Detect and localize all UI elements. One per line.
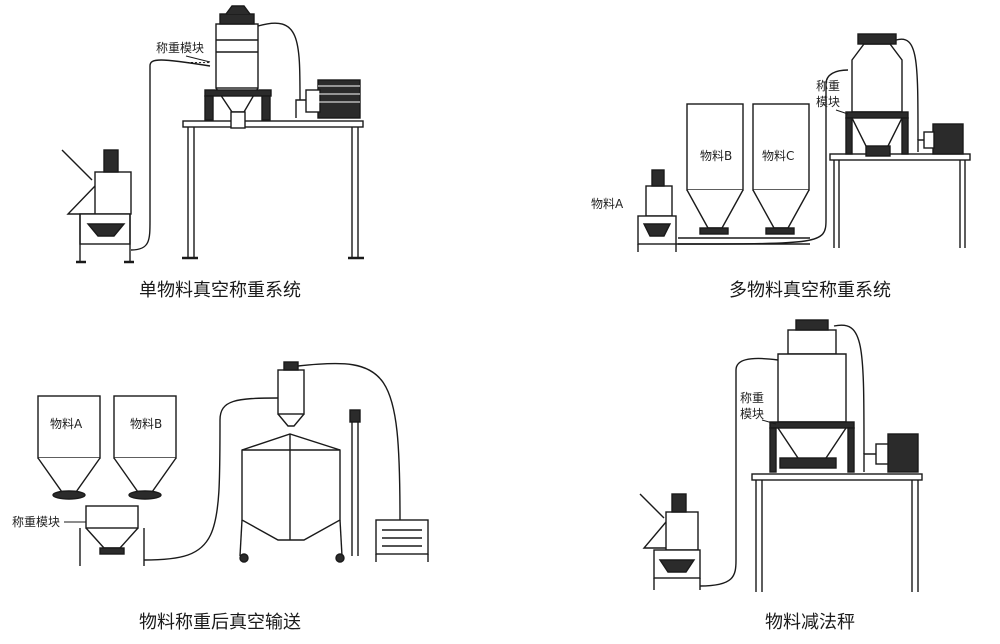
material-c-label: 物料C bbox=[762, 149, 794, 163]
panel-loss-in-weight bbox=[639, 319, 923, 592]
weigh-module-label-4b: 模块 bbox=[740, 407, 764, 421]
platform-table bbox=[751, 473, 923, 592]
platform-table bbox=[829, 153, 971, 248]
vacuum-pump bbox=[895, 38, 964, 155]
weigh-module-label-2a: 称重 bbox=[816, 79, 840, 93]
vacuum-pump bbox=[257, 22, 361, 119]
silo-b bbox=[113, 395, 177, 500]
panel-weigh-then-convey bbox=[37, 361, 429, 566]
material-b-label: 物料B bbox=[700, 149, 732, 163]
vacuum-pump bbox=[833, 324, 919, 473]
weigh-hopper bbox=[204, 5, 272, 129]
weigh-module-label-3: 称重模块 bbox=[12, 515, 60, 529]
platform-table bbox=[182, 120, 364, 260]
caption-loss-in-weight: 物料减法秤 bbox=[765, 612, 855, 633]
silo-c bbox=[752, 103, 810, 235]
receiver-tank bbox=[239, 361, 345, 563]
vacuum-unit bbox=[143, 362, 429, 562]
caption-single-material: 单物料真空称重系统 bbox=[139, 280, 301, 301]
material-a-label-3: 物料A bbox=[50, 417, 83, 431]
panel-multi-material bbox=[637, 33, 971, 252]
weigh-hopper bbox=[845, 33, 909, 157]
material-b-label-3: 物料B bbox=[130, 417, 162, 431]
weigh-module-label-1: 称重模块 bbox=[156, 41, 204, 55]
material-a-label: 物料A bbox=[591, 197, 624, 211]
weigh-hopper bbox=[769, 319, 855, 473]
silo-a bbox=[37, 395, 101, 500]
feed-station bbox=[639, 357, 779, 590]
silo-b bbox=[686, 103, 744, 235]
weigh-module-label-4a: 称重 bbox=[740, 391, 764, 405]
conveyor-column bbox=[349, 409, 361, 556]
weigh-station bbox=[79, 505, 145, 566]
weigh-module-label-2b: 模块 bbox=[816, 95, 840, 109]
feed-station bbox=[61, 59, 211, 264]
panel-single-material bbox=[61, 5, 364, 264]
caption-weigh-then-convey: 物料称重后真空输送 bbox=[139, 612, 301, 633]
caption-multi-material: 多物料真空称重系统 bbox=[729, 280, 891, 301]
feed-station bbox=[637, 69, 849, 252]
